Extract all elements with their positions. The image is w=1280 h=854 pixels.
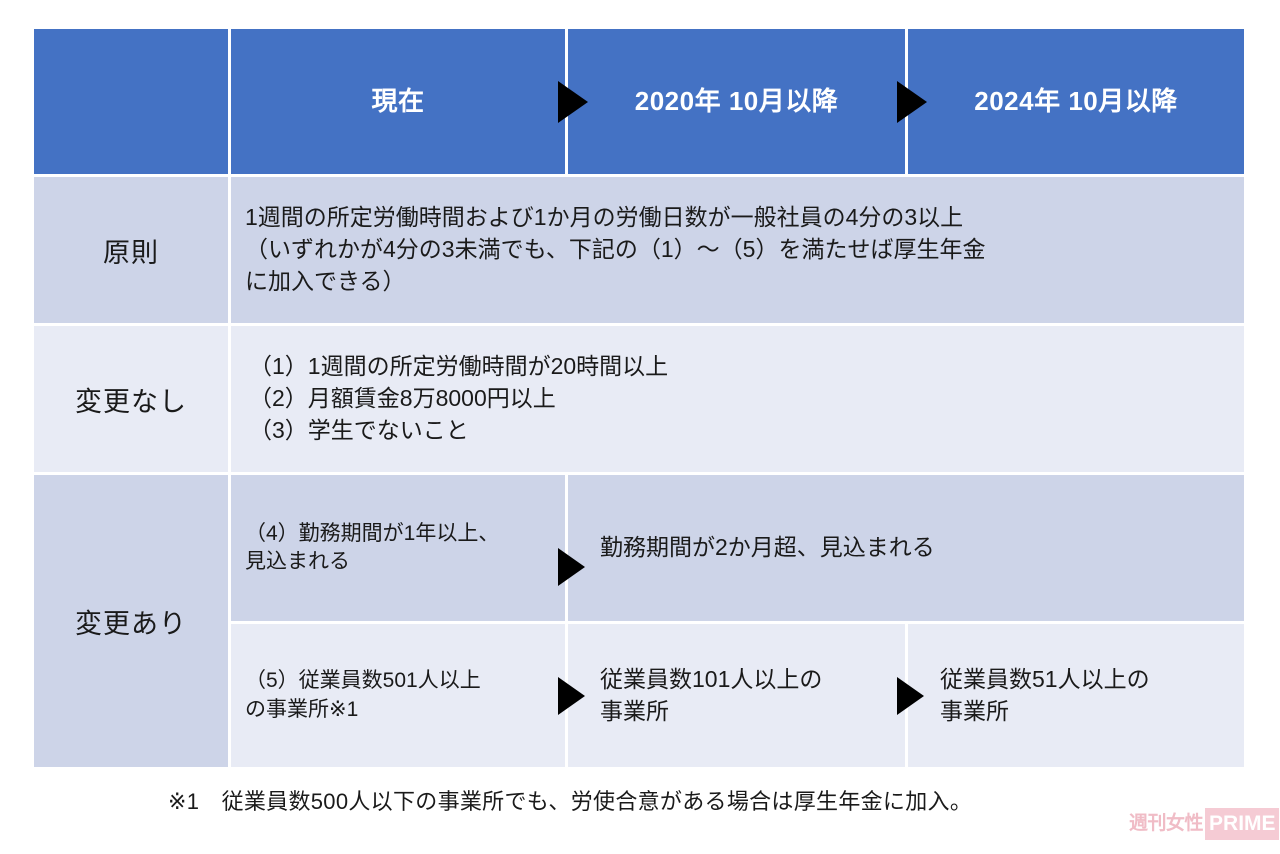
cell-henkou-ari-2-2024: 従業員数51人以上の 事業所 [908, 624, 1244, 767]
header-col-2024: 2024年 10月以降 [908, 29, 1244, 174]
arrow-row5-2020-to-2024-icon [897, 677, 924, 715]
cell-henkou-ari-2-current: （5）従業員数501人以上 の事業所※1 [231, 624, 565, 767]
cell-henkou-ari-2-2020: 従業員数101人以上の 事業所 [568, 624, 905, 767]
footnote-text: ※1 従業員数500人以下の事業所でも、労使合意がある場合は厚生年金に加入。 [168, 789, 973, 814]
row-gensoku-content: 1週間の所定労働時間および1か月の労働日数が一般社員の4分の3以上 （いずれかが… [231, 177, 1244, 323]
cell-henkou-ari-1-2020: 勤務期間が2か月超、見込まれる [568, 475, 1244, 621]
header-col-2020: 2020年 10月以降 [568, 29, 905, 174]
row-henkou-nashi-content: （1）1週間の所定労働時間が20時間以上 （2）月額賃金8万8000円以上 （3… [231, 326, 1244, 472]
cell-henkou-ari-1-current: （4）勤務期間が1年以上、 見込まれる [231, 475, 565, 621]
row-label-henkou-ari: 変更あり [34, 475, 228, 767]
site-logo-jp: 週刊女性 [1127, 808, 1206, 840]
row-label-gensoku: 原則 [34, 177, 228, 323]
arrow-header-current-to-2020-icon [558, 81, 588, 123]
header-col-current: 現在 [231, 29, 565, 174]
row-label-henkou-nashi: 変更なし [34, 326, 228, 472]
comparison-table: 現在 2020年 10月以降 2024年 10月以降 原則 1週間の所定労働時間… [34, 29, 1244, 767]
arrow-row4-current-to-2020-icon [558, 548, 585, 586]
header-corner-cell [34, 29, 228, 174]
arrow-row5-current-to-2020-icon [558, 677, 585, 715]
arrow-header-2020-to-2024-icon [897, 81, 927, 123]
site-logo: 週刊女性 PRIME [1127, 808, 1279, 840]
site-logo-en: PRIME [1205, 808, 1279, 840]
